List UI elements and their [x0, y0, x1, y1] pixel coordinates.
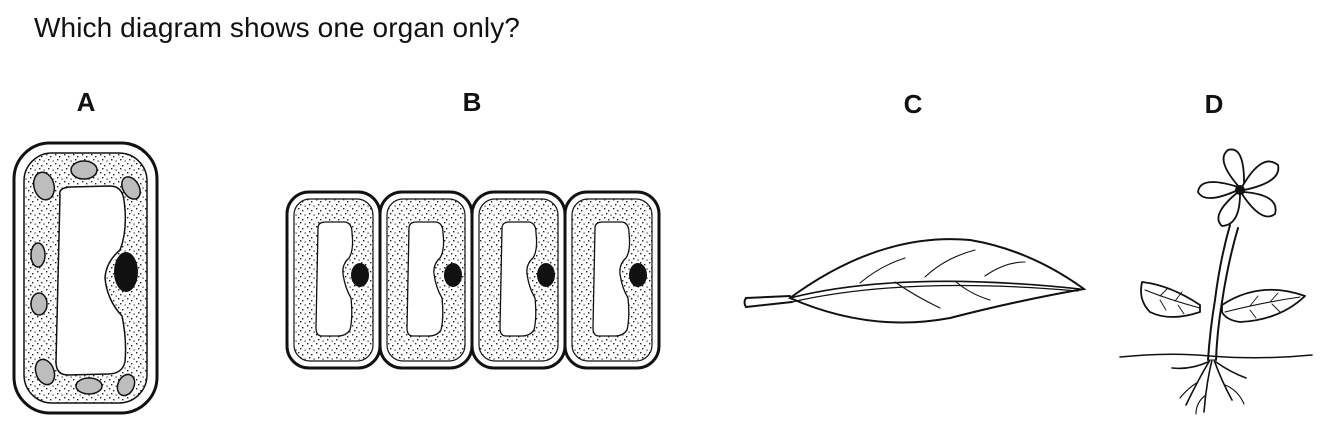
- question-text: Which diagram shows one organ only?: [34, 12, 520, 43]
- tissue-cell-1: [285, 190, 382, 370]
- diagram-a-single-cell[interactable]: [12, 141, 159, 415]
- option-label-a[interactable]: A: [76, 87, 96, 117]
- option-label-d[interactable]: D: [1204, 89, 1224, 119]
- diagram-d-plant[interactable]: [1119, 148, 1313, 415]
- diagram-b-cell-tissue[interactable]: [285, 190, 661, 370]
- tissue-cell-3: [470, 190, 567, 370]
- tissue-cell-2: [378, 190, 474, 370]
- diagram-c-leaf[interactable]: [743, 238, 1087, 324]
- tissue-cell-4: [563, 190, 661, 370]
- option-label-c[interactable]: C: [903, 89, 923, 119]
- option-label-b[interactable]: B: [462, 87, 482, 117]
